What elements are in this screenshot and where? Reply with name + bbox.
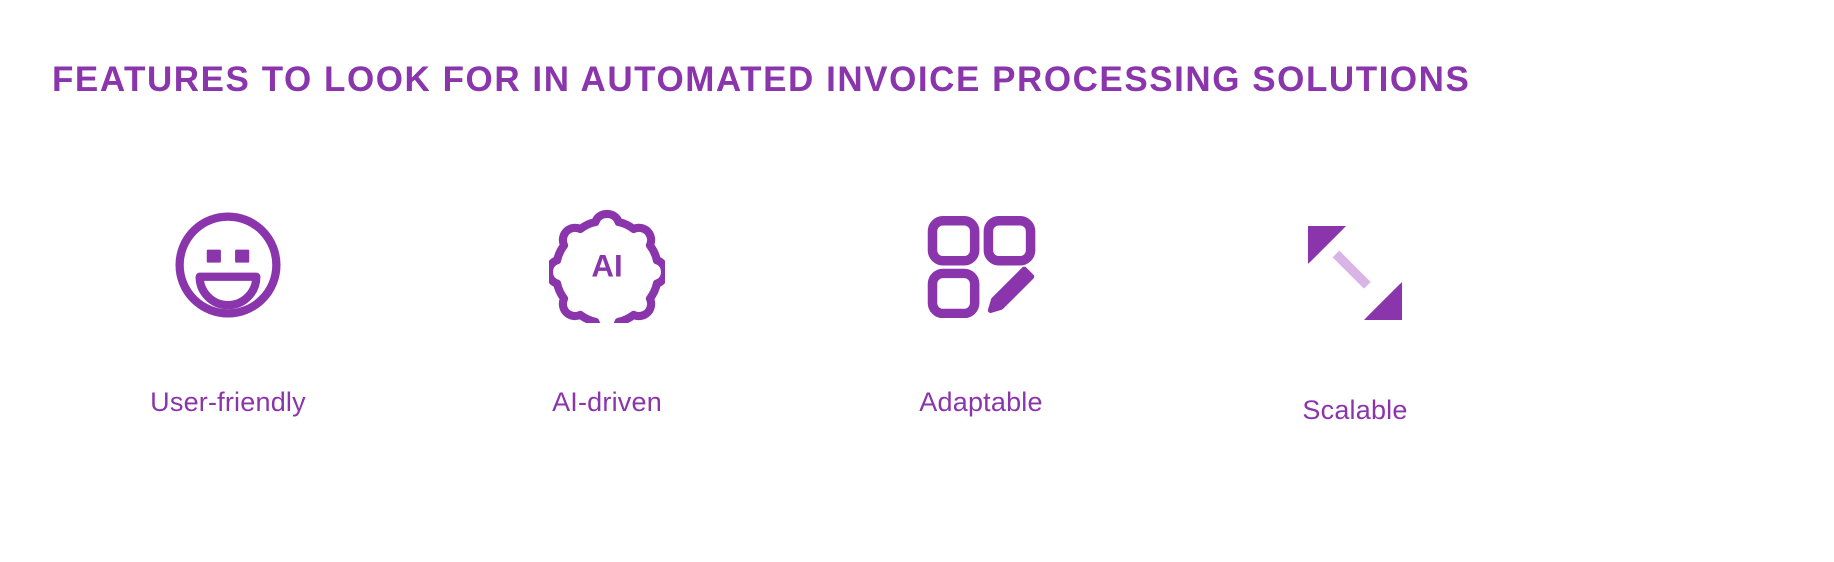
gear-icon-ai-text: AI bbox=[591, 249, 622, 284]
feature-label: Adaptable bbox=[919, 387, 1043, 417]
smiley-face-icon bbox=[98, 190, 358, 340]
feature-label: Scalable bbox=[1302, 395, 1408, 425]
pencil-icon bbox=[987, 266, 1035, 313]
diagonal-resize-arrow-icon bbox=[1225, 198, 1485, 348]
page-title: FEATURES TO LOOK FOR IN AUTOMATED INVOIC… bbox=[52, 60, 1471, 99]
feature-label: AI-driven bbox=[552, 387, 662, 417]
features-row: User-friendly AI AI-driven bbox=[0, 160, 1600, 450]
gear-ai-icon: AI bbox=[477, 190, 737, 340]
feature-item-ai-driven: AI AI-driven bbox=[477, 190, 737, 480]
feature-item-scalable: Scalable bbox=[1225, 198, 1485, 488]
feature-item-adaptable: Adaptable bbox=[851, 190, 1111, 480]
grid-edit-icon bbox=[851, 190, 1111, 340]
feature-item-user-friendly: User-friendly bbox=[98, 190, 358, 480]
feature-label: User-friendly bbox=[150, 387, 306, 417]
